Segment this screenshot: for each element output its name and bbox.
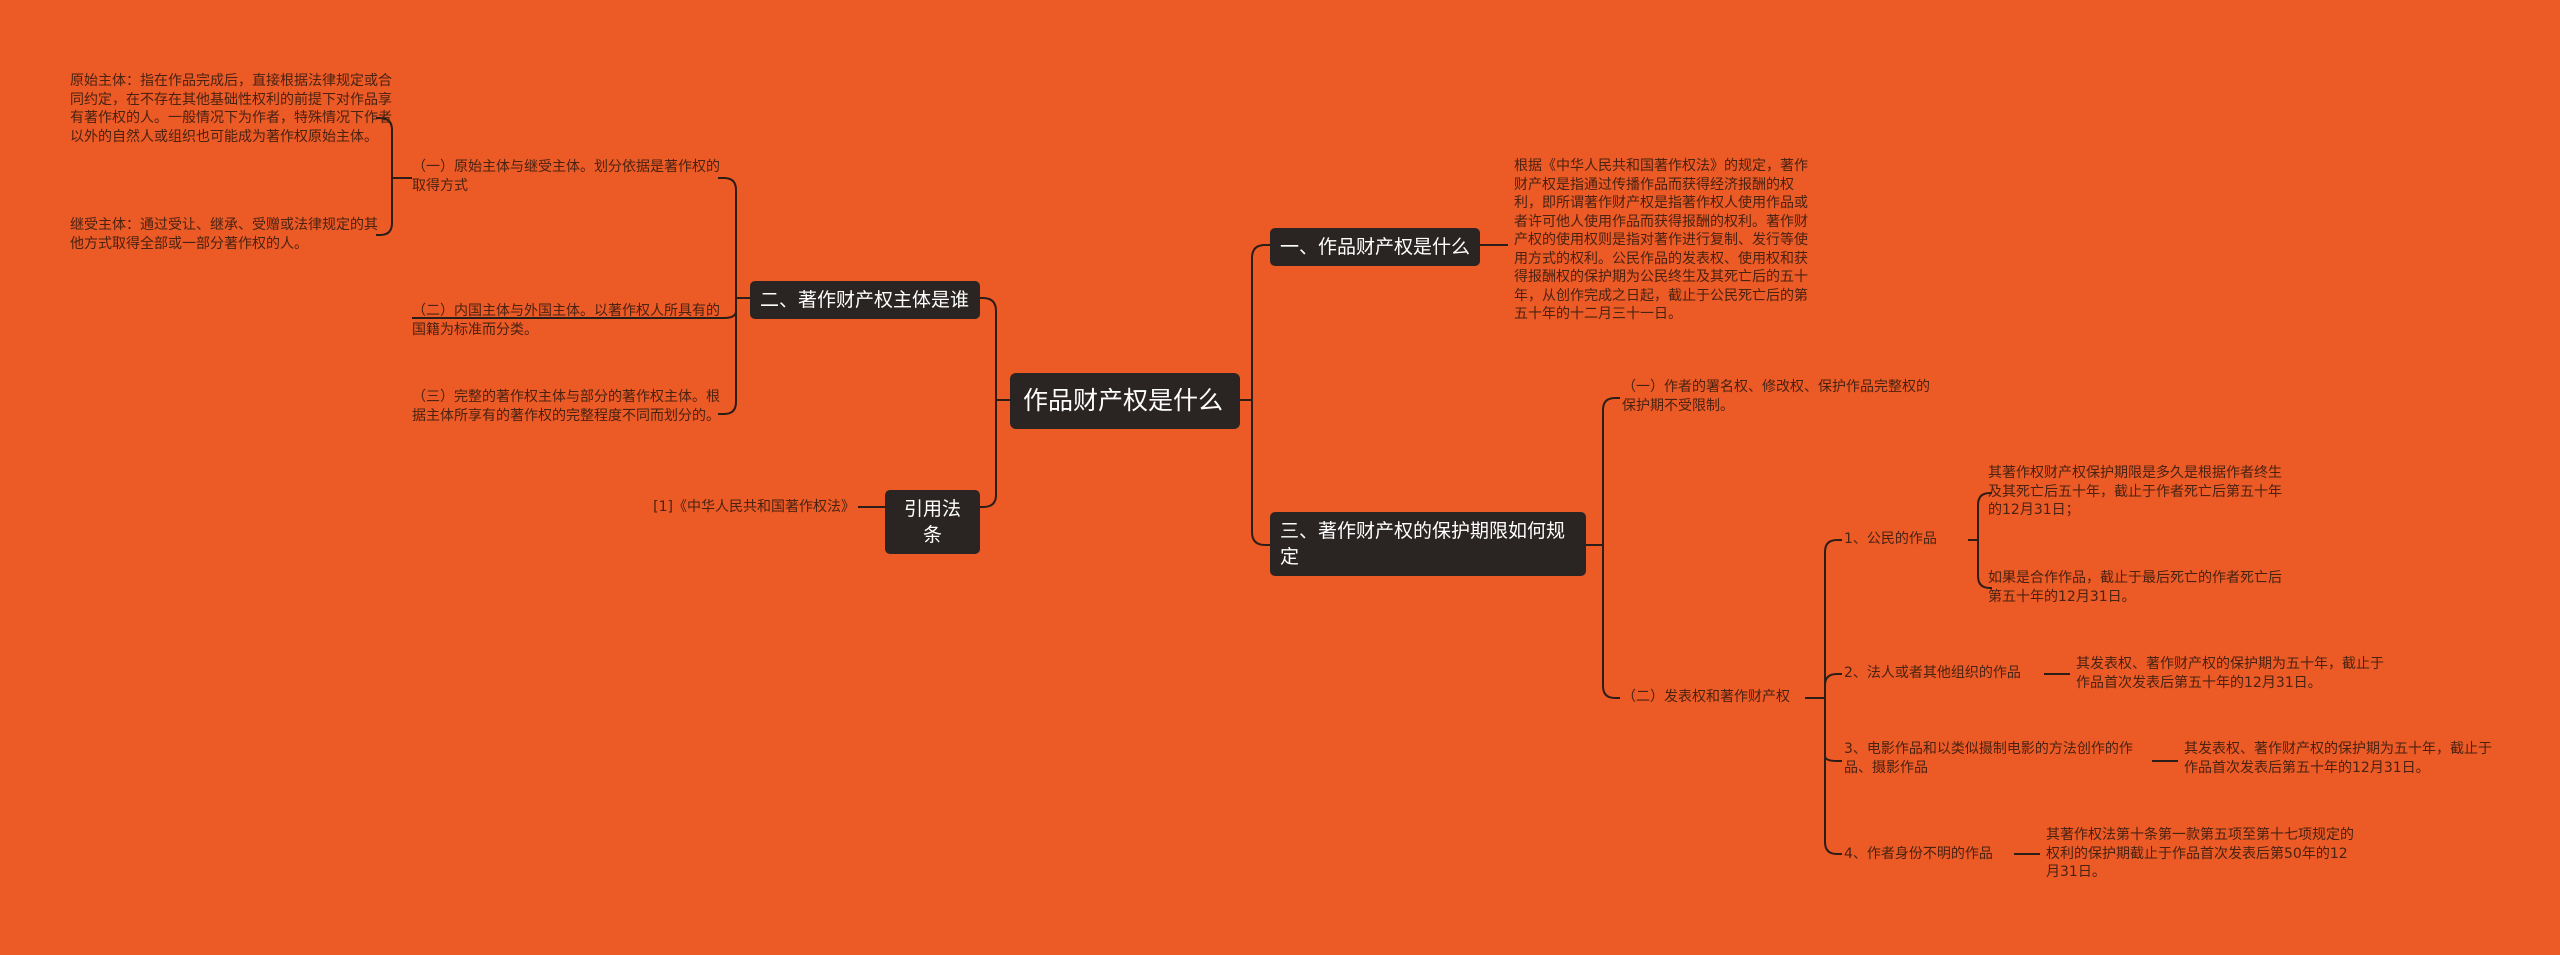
period-child-1-detail-1: 其著作权财产权保护期限是多久是根据作者终生及其死亡后五十年，截止于作者死亡后第五… — [1988, 465, 2282, 518]
connector — [980, 400, 997, 508]
period-child-2[interactable]: 2、法人或者其他组织的作品 — [1844, 665, 2021, 681]
branch-node-law[interactable]: 引用法条 — [885, 490, 980, 554]
connector — [1977, 540, 1992, 589]
connector — [376, 117, 412, 179]
period-child-3-detail: 其发表权、著作财产权的保护期为五十年，截止于作品首次发表后第五十年的12月31日… — [2184, 741, 2492, 776]
period-child-3[interactable]: 3、电影作品和以类似摄制电影的方法创作的作品、摄影作品 — [1844, 741, 2133, 776]
period-child-1-detail-2: 如果是合作作品，截止于最后死亡的作者死亡后第五十年的12月31日。 — [1988, 570, 2282, 605]
connector — [718, 177, 750, 299]
connector — [1824, 698, 1842, 855]
subject-item-1-detail-2: 继受主体：通过受让、继承、受赠或法律规定的其他方式取得全部或一部分著作权的人。 — [70, 217, 378, 252]
connector — [1240, 244, 1270, 401]
period-child-4-detail: 其著作权法第十条第一款第五项至第十七项规定的权利的保护期截止于作品首次发表后第5… — [2046, 827, 2354, 880]
connector — [1824, 698, 1842, 762]
period-child-2-detail: 其发表权、著作财产权的保护期为五十年，截止于作品首次发表后第五十年的12月31日… — [2076, 656, 2384, 691]
connector — [1251, 400, 1270, 546]
connector — [718, 298, 737, 415]
connector — [1805, 539, 1842, 699]
connector — [376, 178, 393, 236]
connector — [1968, 492, 1992, 541]
connector — [1824, 673, 1842, 698]
subject-item-1-detail-1: 原始主体：指在作品完成后，直接根据法律规定或合同约定，在不存在其他基础性权利的前… — [70, 73, 392, 145]
connector — [1586, 397, 1620, 546]
subject-item-1[interactable]: （一）原始主体与继受主体。划分依据是著作权的取得方式 — [412, 159, 720, 194]
branch-node-subject[interactable]: 二、著作财产权主体是谁 — [750, 281, 980, 319]
subject-item-3[interactable]: （三）完整的著作权主体与部分的著作权主体。根据主体所享有的著作权的完整程度不同而… — [412, 389, 720, 424]
connector — [980, 297, 1010, 401]
period-child-4[interactable]: 4、作者身份不明的作品 — [1844, 846, 1993, 862]
period-item-2[interactable]: （二）发表权和著作财产权 — [1622, 689, 1790, 705]
period-item-1[interactable]: （一）作者的署名权、修改权、保护作品完整权的保护期不受限制。 — [1622, 379, 1930, 414]
law-item-1: [1]《中华人民共和国著作权法》 — [653, 499, 855, 515]
what-detail: 根据《中华人民共和国著作权法》的规定，著作财产权是指通过传播作品而获得经济报酬的… — [1514, 158, 1808, 322]
subject-item-2[interactable]: （二）内国主体与外国主体。以著作权人所具有的国籍为标准而分类。 — [412, 303, 720, 338]
branch-node-period[interactable]: 三、著作财产权的保护期限如何规定 — [1270, 512, 1586, 576]
connector — [1602, 545, 1620, 699]
branch-node-what[interactable]: 一、作品财产权是什么 — [1270, 228, 1480, 266]
period-child-1[interactable]: 1、公民的作品 — [1844, 531, 1937, 547]
root-node[interactable]: 作品财产权是什么 — [1010, 373, 1240, 429]
